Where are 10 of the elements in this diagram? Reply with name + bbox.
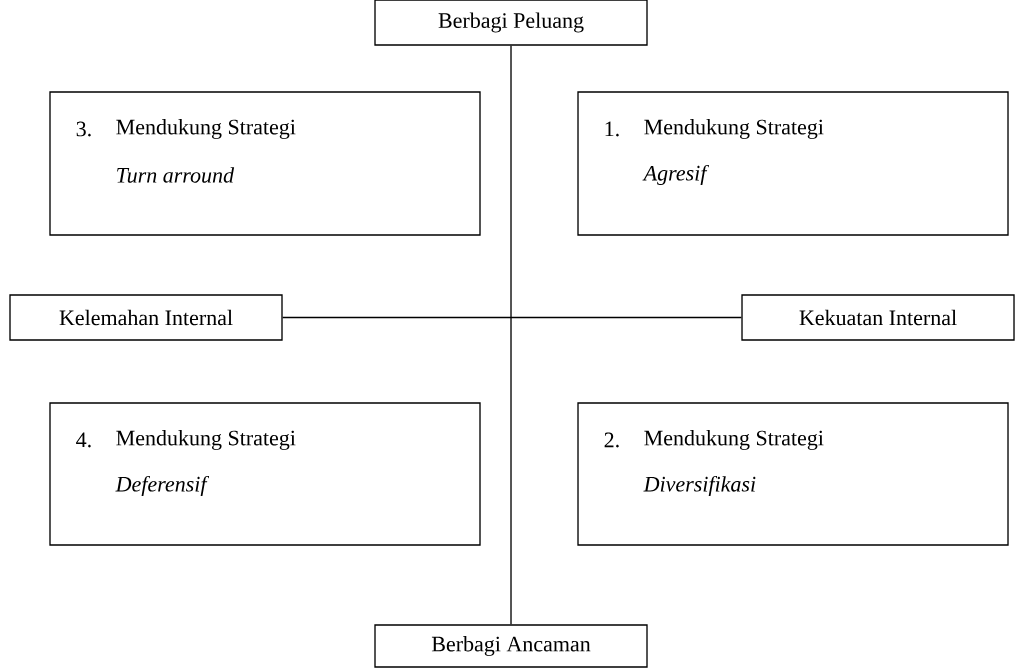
label-box: Kelemahan Internal [9,294,283,341]
strategy-box: 4. Mendukung Strategi Deferensif [49,402,481,546]
label-box: Berbagi Ancaman [374,624,648,668]
axis-line [282,316,742,319]
strategy-box: 2. Mendukung Strategi Diversifikasi [577,402,1009,546]
axis-line [510,45,512,625]
strategy-box: 3. Mendukung Strategi Turn arround [49,91,481,236]
label-box: Berbagi Peluang [374,0,648,46]
strategy-box: 1. Mendukung Strategi Agresif [577,91,1009,236]
label-box: Kekuatan Internal [741,294,1015,341]
